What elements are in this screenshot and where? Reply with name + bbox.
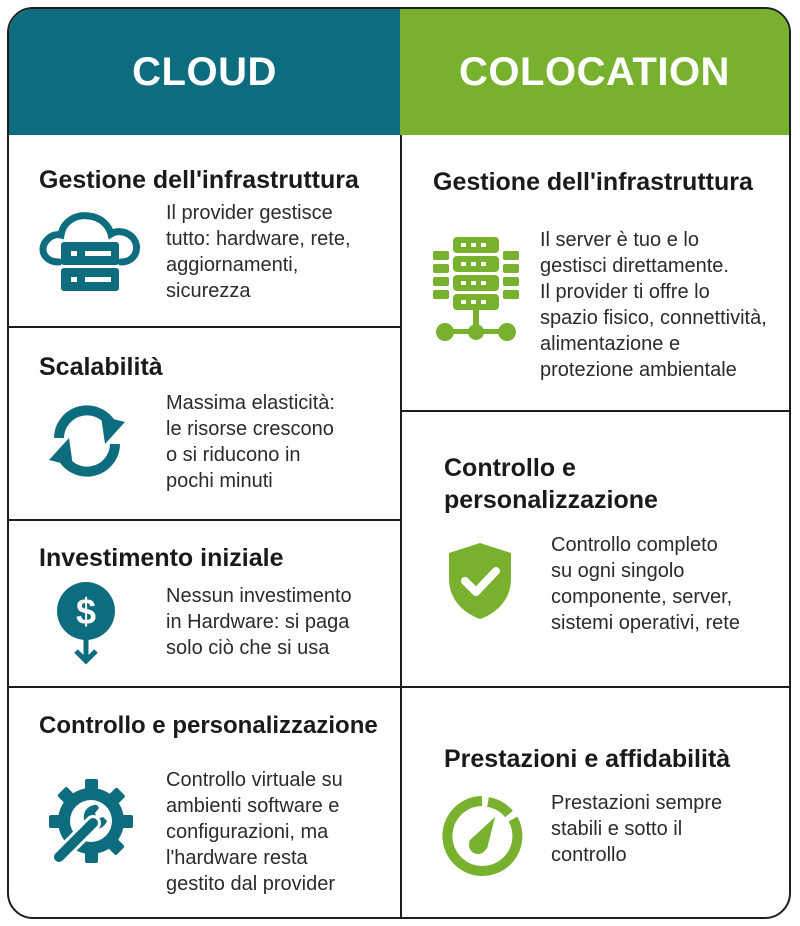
colocation-header: COLOCATION [400,9,789,135]
cell-title: Gestione dell'infrastruttura [39,166,359,194]
dollar-down-icon: $ [53,581,119,670]
svg-text:$: $ [76,591,96,632]
colocation-header-label: COLOCATION [459,49,730,94]
cloud-server-icon [37,204,143,301]
cell-text: Il provider gestisce tutto: hardware, re… [166,202,351,302]
shield-check-icon [445,541,515,626]
cell-title: Controllo e personalizzazione [444,454,658,514]
comparison-card: CLOUD COLOCATION Gestione dell'infrastru… [7,7,791,919]
row-divider [9,686,400,688]
row-divider [400,410,789,412]
row-divider [9,519,400,521]
row-divider [400,686,789,688]
cell-title: Gestione dell'infrastruttura [433,168,753,196]
cell-text: Controllo completo su ogni singolo compo… [551,534,740,634]
gauge-icon [441,795,523,882]
row-divider [9,326,400,328]
cell-title: Controllo e personalizzazione [39,712,378,739]
cell-text: Nessun investimento in Hardware: si paga… [166,585,352,659]
cloud-header-label: CLOUD [132,49,277,94]
refresh-icon [43,400,131,487]
wrench-gear-icon [41,775,137,876]
cell-text: Controllo virtuale su ambienti software … [166,769,343,895]
cloud-header: CLOUD [9,9,400,135]
column-divider [400,135,402,917]
server-network-icon [431,237,521,352]
cell-text: Massima elasticità: le risorse crescono … [166,392,335,492]
cell-title: Scalabilità [39,353,163,381]
cell-text: Prestazioni sempre stabili e sotto il co… [551,792,723,866]
cell-title: Prestazioni e affidabilità [444,745,731,773]
cell-text: Il server è tuo e lo gestisci direttamen… [540,229,767,381]
cell-title: Investimento iniziale [39,544,284,572]
